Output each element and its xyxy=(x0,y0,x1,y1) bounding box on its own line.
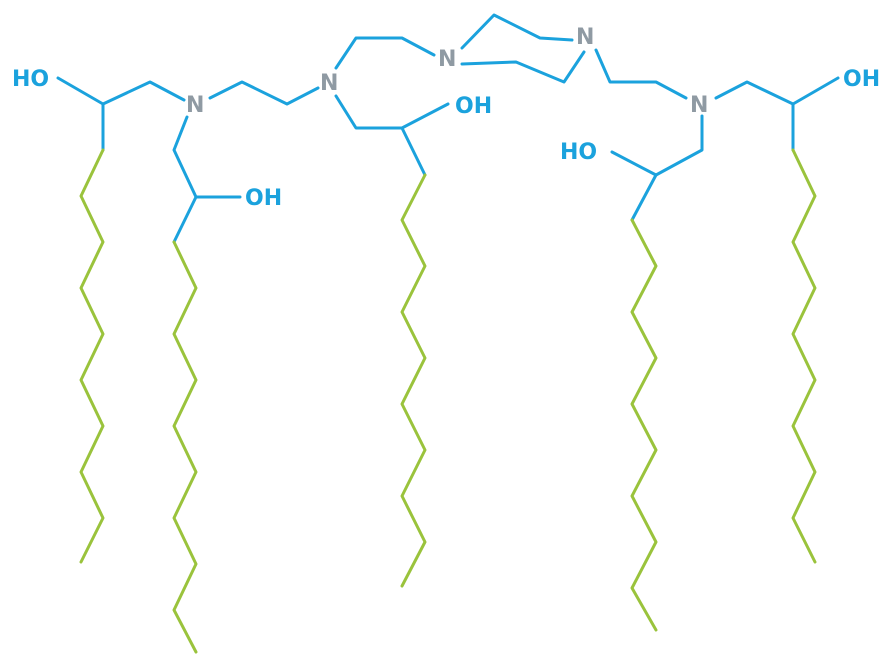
piperazine-ring-lower xyxy=(460,50,586,84)
hydroxypropyl-arm-2 xyxy=(172,115,198,244)
alkyl-tail-2 xyxy=(172,240,198,654)
hydroxyl-group-3: OH xyxy=(455,94,492,119)
hydroxypropyl-arm-1 xyxy=(56,76,186,106)
atom-labels: N N N N N HO OH OH HO OH xyxy=(12,25,880,211)
nitrogen-atom-1: N xyxy=(186,93,204,118)
nitrogen-atom-5: N xyxy=(690,93,708,118)
alkyl-tail-4 xyxy=(630,218,658,632)
nitrogen-atom-3: N xyxy=(438,47,456,72)
hydroxyl-bond-3 xyxy=(400,102,450,130)
alkyl-tail-5 xyxy=(791,148,817,564)
ethylene-bridge-2 xyxy=(334,36,436,70)
nitrogen-atom-2: N xyxy=(320,71,338,96)
ethylene-bridge-1 xyxy=(208,80,320,106)
polar-headgroup-bonds xyxy=(56,13,840,244)
hydroxyl-group-2: OH xyxy=(245,186,282,211)
hydroxypropyl-arm-4 xyxy=(610,114,704,177)
alkyl-tail-3 xyxy=(400,173,427,588)
ethylene-bridge-3 xyxy=(594,48,688,100)
hydroxyl-group-4: HO xyxy=(560,140,597,165)
piperazine-ring xyxy=(460,13,574,50)
hydroxypropyl-arm-3 xyxy=(334,94,427,177)
hydroxyl-group-1: HO xyxy=(12,67,49,92)
hydroxypropyl-arm-4-stem xyxy=(630,173,658,222)
alkyl-tail-1 xyxy=(79,148,105,564)
nitrogen-atom-4: N xyxy=(576,25,594,50)
hydroxypropyl-arm-5 xyxy=(714,76,840,106)
hydroxyl-group-5: OH xyxy=(843,67,880,92)
alkyl-tail-bonds xyxy=(79,148,817,654)
